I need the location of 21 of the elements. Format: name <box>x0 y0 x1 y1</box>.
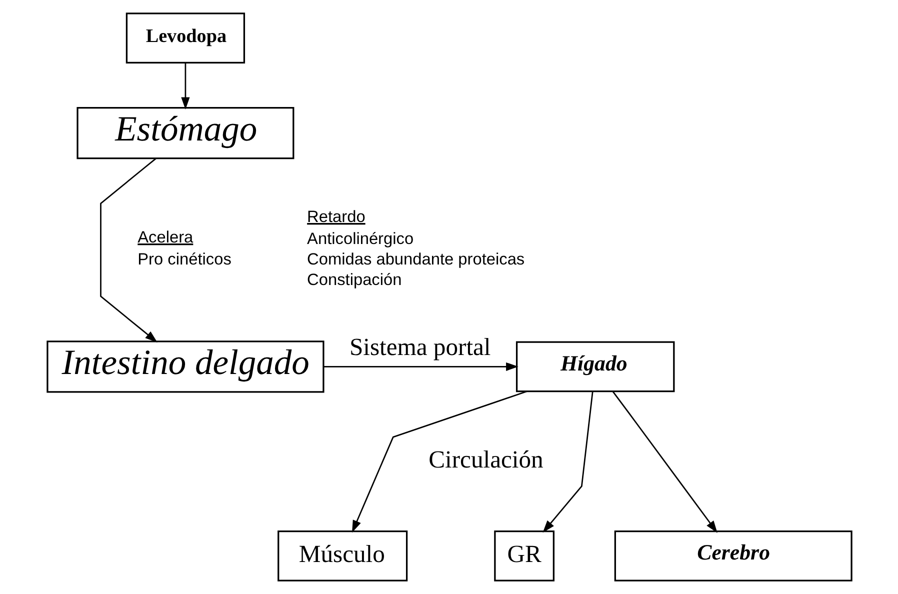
node-box: Cerebro <box>614 530 852 582</box>
label: Comidas abundante proteicas <box>306 250 524 268</box>
label: Pro cinéticos <box>137 250 231 268</box>
node-box: Músculo <box>277 530 408 582</box>
label: Acelera <box>137 228 193 246</box>
node-box: Levodopa <box>125 12 245 64</box>
node-box: Estómago <box>76 106 294 160</box>
arrow <box>100 158 157 342</box>
node-box: Intestino delgado <box>46 340 324 393</box>
arrow <box>352 390 527 533</box>
label: Anticolinérgico <box>306 230 414 248</box>
label: Retardo <box>306 208 365 226</box>
arrow <box>180 62 190 110</box>
label: Constipación <box>306 270 402 289</box>
arrow <box>612 391 717 533</box>
edge-label: Sistema portal <box>348 334 490 361</box>
label: Circulación <box>428 446 543 474</box>
node-box: GR <box>494 530 554 582</box>
node-box: Hígado <box>515 341 674 392</box>
arrow <box>323 362 518 371</box>
arrow <box>542 391 593 533</box>
